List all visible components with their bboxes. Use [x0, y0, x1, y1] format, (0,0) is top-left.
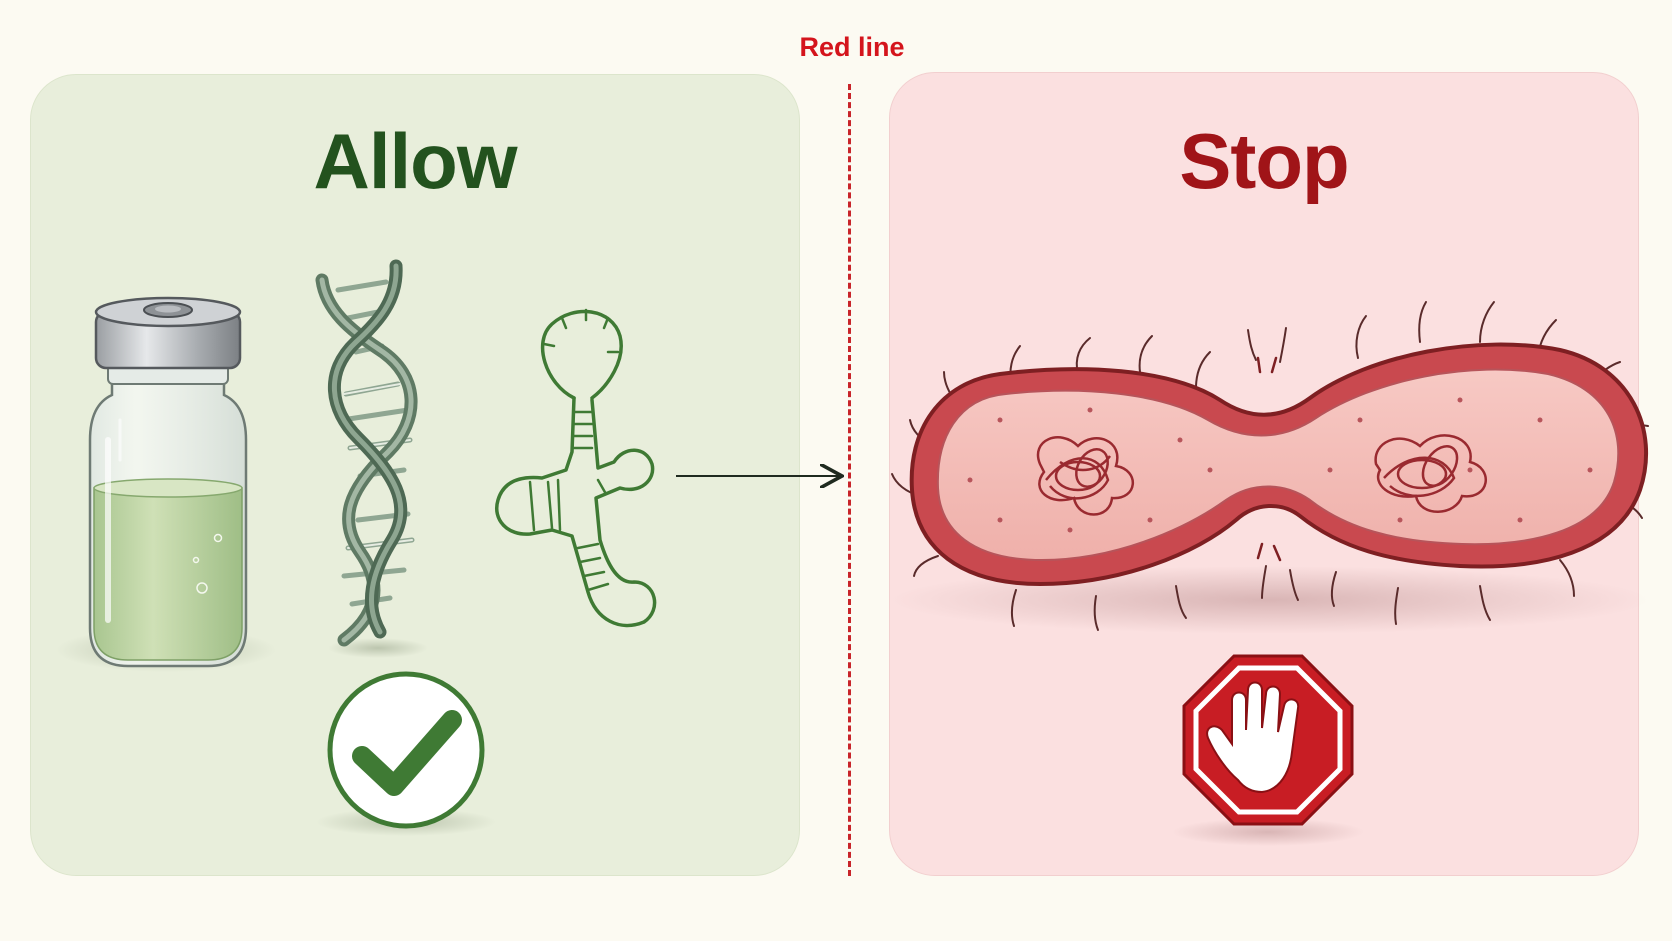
allow-title: Allow	[313, 117, 518, 205]
rna-hairpin-icon	[495, 308, 657, 628]
red-line-divider	[848, 84, 851, 876]
stop-sign-hand-icon	[1172, 654, 1364, 846]
vial-icon	[56, 296, 276, 672]
dna-helix-icon	[315, 259, 428, 658]
red-line-label: Red line	[799, 32, 905, 62]
checkmark-icon	[316, 671, 496, 836]
dividing-bacterium-icon	[890, 301, 1650, 634]
stop-title: Stop	[1179, 117, 1349, 205]
